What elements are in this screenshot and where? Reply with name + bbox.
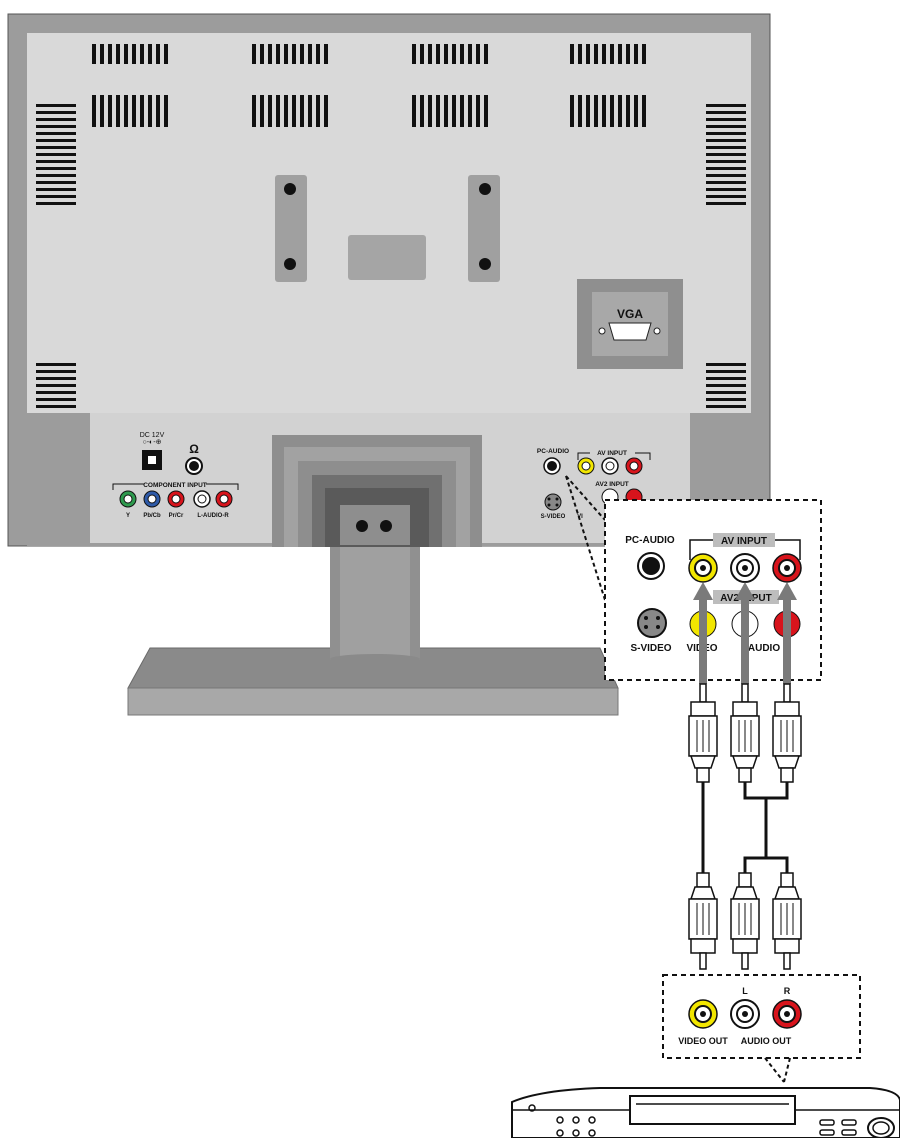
pc-audio-label-small: PC-AUDIO (537, 448, 569, 455)
zoom-s-video-label: S-VIDEO (630, 643, 671, 654)
rca-plug-audio-l-upper (730, 683, 760, 783)
vent-group-4 (570, 44, 646, 127)
av2-input-label-small: AV2 INPUT (595, 481, 628, 488)
stand-base (127, 647, 619, 716)
zoom-audio-label: AUDIO (748, 643, 780, 654)
vent-group-1 (92, 44, 168, 127)
component-input-label: COMPONENT INPUT (143, 482, 207, 489)
rca-plug-video-lower (688, 872, 718, 970)
component-pb-label: Pb/Cb (143, 513, 161, 519)
disc-tray (629, 1095, 796, 1125)
s-video-jack-small (544, 493, 562, 511)
vent-group-2 (252, 44, 328, 127)
rca-plug-audio-r-lower (772, 872, 802, 970)
mount-screw (479, 258, 491, 270)
vent-group-3 (412, 44, 488, 127)
zoom-av-input-label: AV INPUT (721, 536, 767, 547)
neck-screw (380, 520, 392, 532)
vent-slots (36, 44, 746, 408)
right-port-panel: PC-AUDIO AV INPUT AV2 INPUT S-VIDEO VI (537, 448, 651, 520)
l-label: L (742, 986, 748, 996)
vga-label: VGA (617, 307, 643, 321)
zoom-pc-audio-label: PC-AUDIO (625, 535, 675, 546)
dc-label: DC 12V (140, 432, 165, 439)
source-output-panel: L R VIDEO OUT AUDIO OUT (662, 974, 861, 1059)
r-label: R (784, 986, 791, 996)
side-vents-left (36, 104, 76, 408)
video-out-label: VIDEO OUT (678, 1036, 728, 1046)
dvd-player (511, 1087, 900, 1138)
mount-screw (479, 183, 491, 195)
side-vents-right (706, 104, 746, 408)
rca-cables (688, 683, 802, 970)
component-audio-label: L-AUDIO-R (197, 513, 229, 519)
video-label-small: VI (577, 514, 583, 520)
wall-mount-brackets (275, 175, 500, 282)
s-video-label-small: S-VIDEO (541, 514, 566, 520)
rca-plug-video-upper (688, 683, 718, 783)
rca-plug-audio-r-upper (772, 683, 802, 783)
mount-screw (284, 258, 296, 270)
left-port-panel: DC 12V ○-◐-⊕ Ω COMPONENT INPUT Y Pb/Cb P… (112, 432, 239, 519)
zoom-s-video-jack (637, 608, 667, 638)
rca-plug-audio-l-lower (730, 872, 760, 970)
neck-screw (356, 520, 368, 532)
label-plate (348, 235, 426, 280)
vga-port: VGA (577, 279, 683, 369)
component-pr-label: Pr/Cr (169, 513, 184, 519)
component-y-label: Y (126, 513, 130, 519)
headphone-symbol: Ω (189, 442, 199, 456)
audio-out-label: AUDIO OUT (741, 1036, 792, 1046)
svg-text:○-◐-⊕: ○-◐-⊕ (143, 439, 162, 446)
insertion-arrows (693, 582, 797, 684)
av-input-label-small: AV INPUT (597, 450, 627, 457)
mount-screw (284, 183, 296, 195)
neck-housing (272, 435, 482, 547)
